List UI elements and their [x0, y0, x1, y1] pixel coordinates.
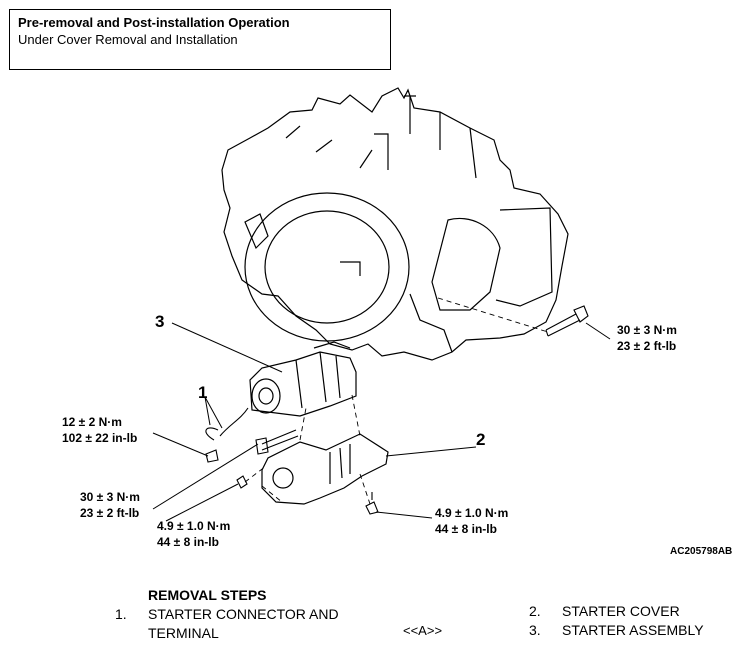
- header-subtitle: Under Cover Removal and Installation: [18, 32, 238, 47]
- torque-cover-bolt-nm: 4.9 ± 1.0 N·m: [435, 506, 509, 520]
- step-3-text: STARTER ASSEMBLY: [562, 622, 704, 638]
- dashed-alignment-lines: [244, 297, 549, 505]
- step-1-text-line1: STARTER CONNECTOR AND: [148, 606, 339, 622]
- callout-3: 3: [155, 312, 165, 331]
- starter-assembly: [249, 341, 357, 417]
- header-box: Pre-removal and Post-installation Operat…: [9, 9, 391, 70]
- torque-terminal-nut-inlb: 102 ± 22 in-lb: [62, 431, 138, 445]
- step-2-number: 2.: [529, 603, 541, 619]
- step-marker: <<A>>: [403, 623, 443, 638]
- callout-1: 1: [198, 383, 208, 402]
- step-1-text-line2: TERMINAL: [148, 625, 219, 641]
- torque-terminal-nut-nm: 12 ± 2 N·m: [62, 415, 122, 429]
- fasteners: [205, 305, 589, 515]
- torque-cover-nut-nm: 4.9 ± 1.0 N·m: [157, 519, 231, 533]
- header-title: Pre-removal and Post-installation Operat…: [18, 15, 290, 30]
- callout-2: 2: [476, 430, 486, 449]
- torque-starter-bolt-nm: 30 ± 3 N·m: [80, 490, 140, 504]
- step-3-number: 3.: [529, 622, 541, 638]
- figure-id: AC205798AB: [670, 546, 733, 557]
- torque-bolt-top-nm: 30 ± 3 N·m: [617, 323, 677, 337]
- transaxle-housing: [221, 87, 569, 361]
- torque-bolt-top-ftlb: 23 ± 2 ft-lb: [617, 339, 677, 353]
- removal-steps-heading: REMOVAL STEPS: [148, 587, 267, 603]
- torque-starter-bolt-ftlb: 23 ± 2 ft-lb: [80, 506, 140, 520]
- starter-cover: [261, 433, 389, 505]
- torque-cover-bolt-inlb: 44 ± 8 in-lb: [435, 522, 497, 536]
- step-2-text: STARTER COVER: [562, 603, 680, 619]
- torque-cover-nut-inlb: 44 ± 8 in-lb: [157, 535, 219, 549]
- leader-lines: [152, 322, 611, 522]
- step-1-number: 1.: [115, 606, 127, 622]
